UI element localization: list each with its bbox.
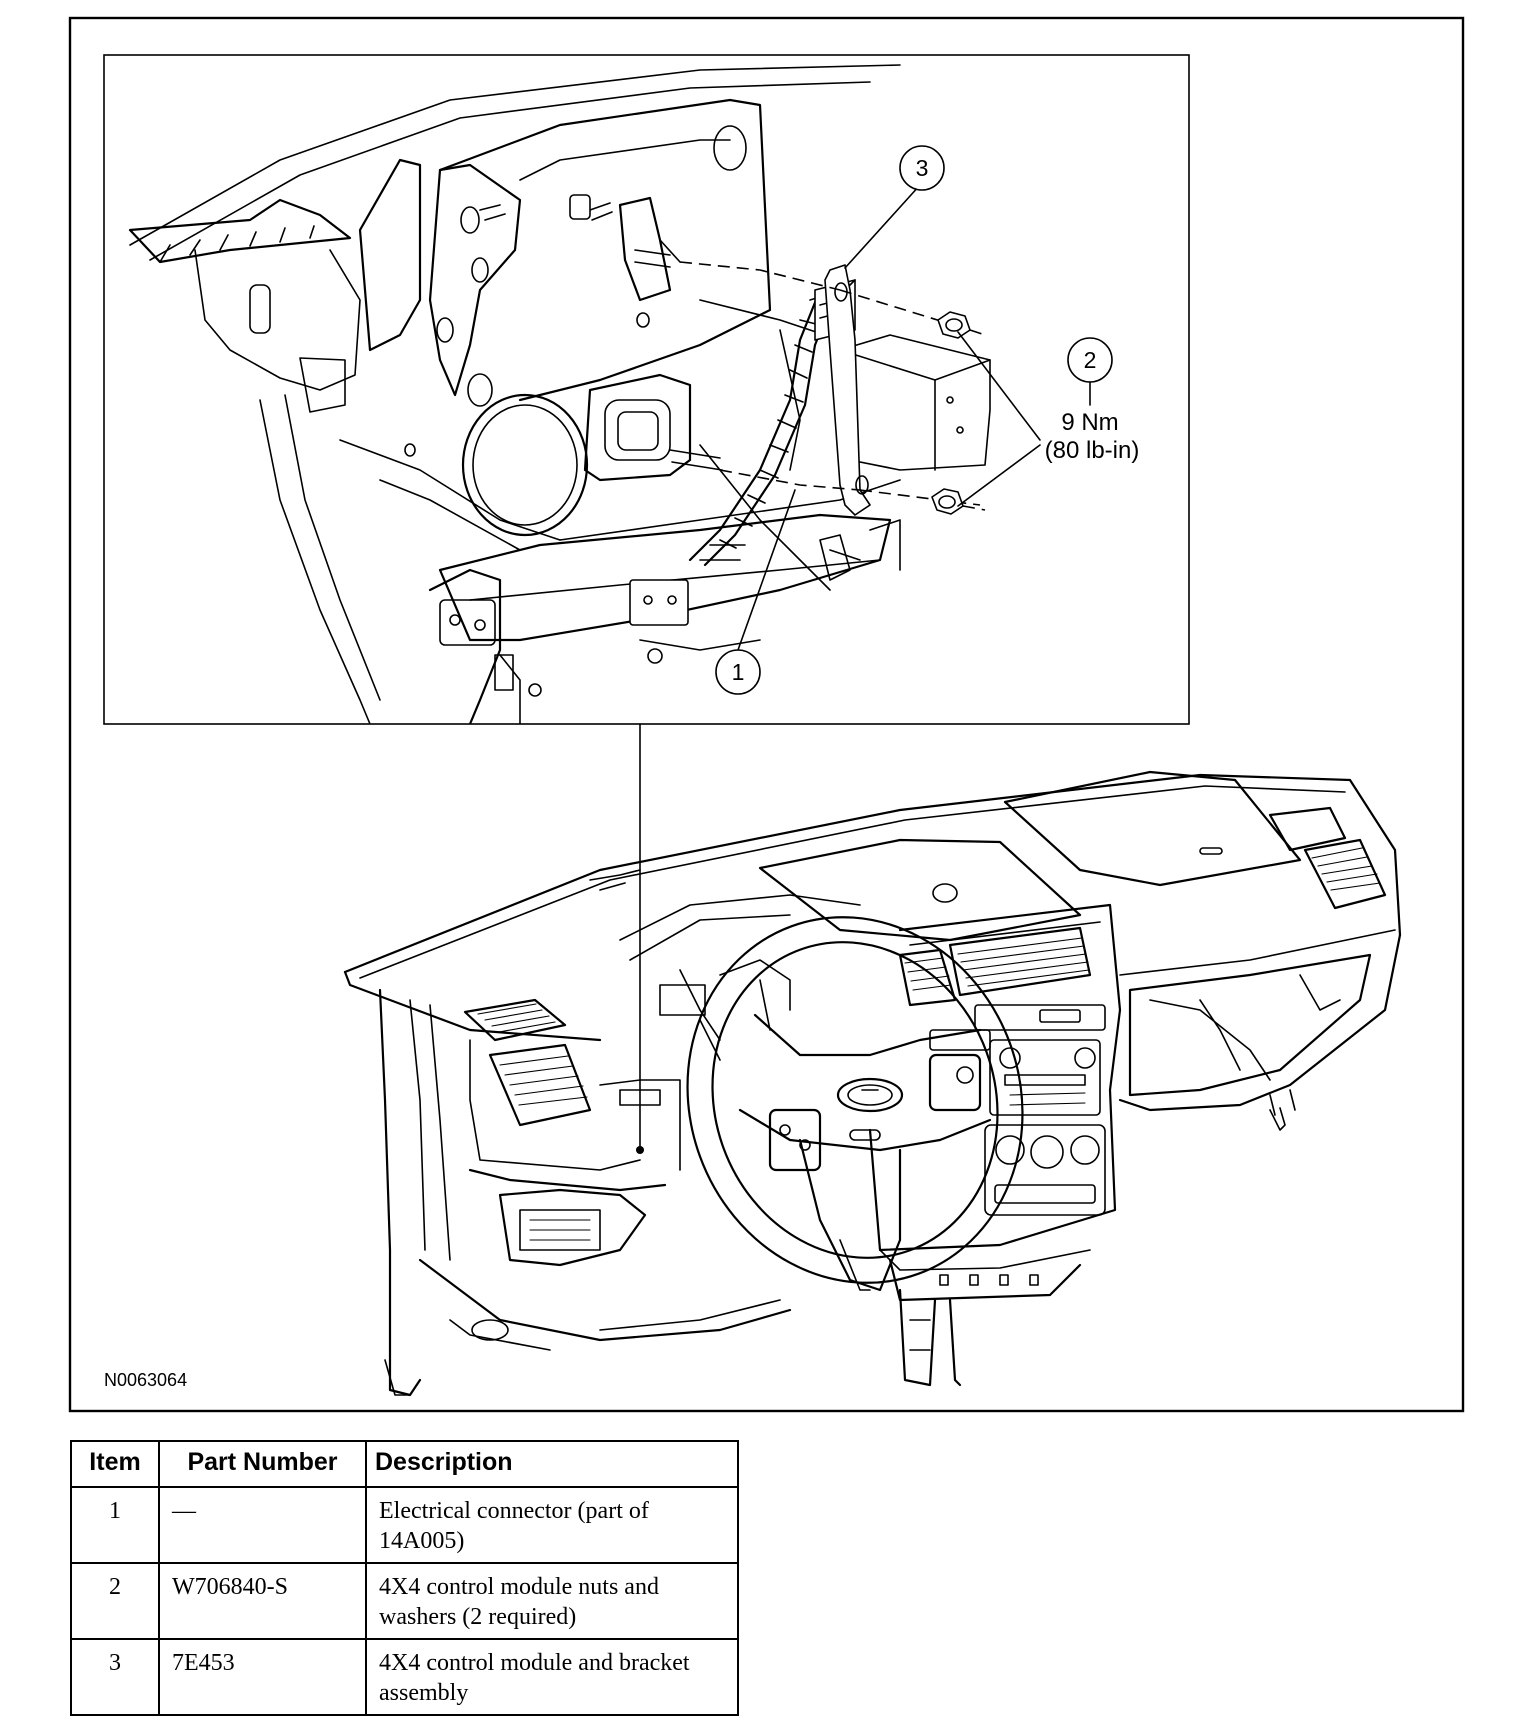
- inset-frame: [103, 54, 1190, 725]
- detail-inset: 3 2 9 Nm (80 lb-in) 1: [103, 54, 1190, 725]
- table-row: 3 7E453 4X4 control module and bracket a…: [70, 1638, 739, 1716]
- row-description: 4X4 control module nuts and washers (2 r…: [365, 1562, 739, 1640]
- header-item: Item: [70, 1440, 160, 1488]
- callout-2: 2 9 Nm (80 lb-in): [957, 331, 1140, 507]
- row-description: Electrical connector (part of 14A005): [365, 1486, 739, 1564]
- parts-table: Item Part Number Description 1 — Electri…: [70, 1440, 739, 1716]
- row-item: 3: [70, 1638, 160, 1716]
- figure-frame: [68, 16, 1465, 1413]
- header-description: Description: [365, 1440, 739, 1488]
- nut-upper-icon: [937, 311, 971, 339]
- service-illustration: 3 2 9 Nm (80 lb-in) 1: [68, 16, 1465, 1413]
- row-part-number: 7E453: [158, 1638, 367, 1716]
- svg-text:2: 2: [1084, 347, 1097, 373]
- figure-id: N0063064: [104, 1370, 187, 1390]
- nut-lower-icon: [931, 488, 964, 515]
- svg-text:1: 1: [732, 659, 745, 685]
- location-dot: [636, 1146, 644, 1154]
- instrument-panel-overview: [343, 770, 1402, 1397]
- table-header-row: Item Part Number Description: [70, 1440, 739, 1488]
- row-item: 1: [70, 1486, 160, 1564]
- callout-1: 1: [715, 489, 796, 695]
- torque-metric: 9 Nm: [1061, 409, 1118, 436]
- table-row: 1 — Electrical connector (part of 14A005…: [70, 1486, 739, 1564]
- row-item: 2: [70, 1562, 160, 1640]
- steering-wheel: [686, 916, 1024, 1292]
- row-part-number: W706840-S: [158, 1562, 367, 1640]
- header-part-number: Part Number: [158, 1440, 367, 1488]
- inset-linework: [128, 64, 991, 724]
- torque-imperial: (80 lb-in): [1045, 437, 1140, 464]
- svg-text:3: 3: [916, 155, 929, 181]
- row-description: 4X4 control module and bracket assembly: [365, 1638, 739, 1716]
- table-row: 2 W706840-S 4X4 control module nuts and …: [70, 1562, 739, 1640]
- callout-3: 3: [844, 145, 945, 269]
- row-part-number: —: [158, 1486, 367, 1564]
